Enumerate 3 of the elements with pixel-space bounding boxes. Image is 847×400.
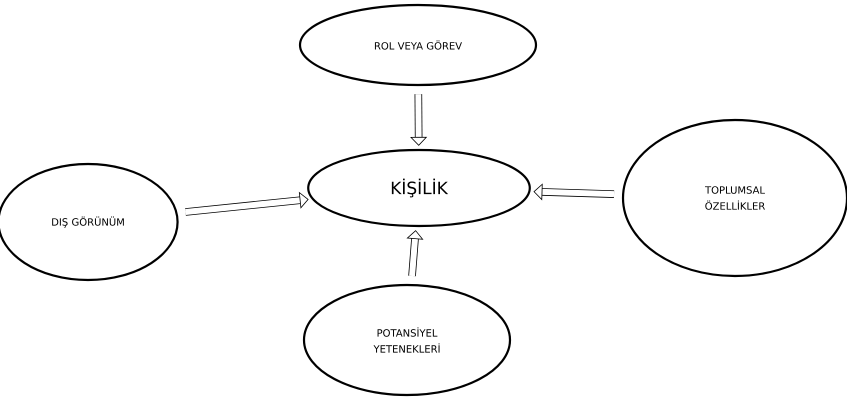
ellipse-node: KİŞİLİK [307, 148, 531, 228]
ellipse-node: POTANSİYEL YETENEKLERİ [302, 284, 512, 396]
ellipse-node: ROL VEYA GÖREV [298, 4, 538, 86]
